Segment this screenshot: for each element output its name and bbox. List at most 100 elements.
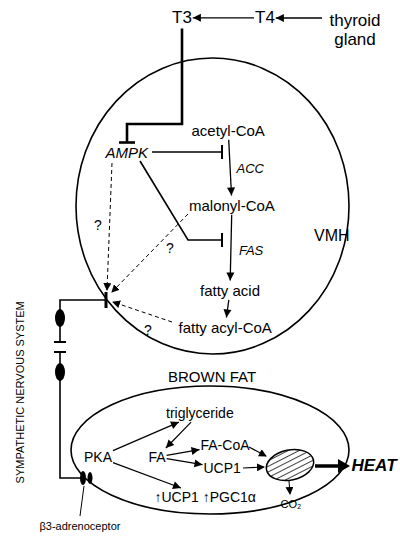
connector bbox=[60, 300, 107, 478]
inhibition-bar bbox=[221, 233, 223, 247]
concept-node: ↑UCP1 ↑PGC1α bbox=[155, 489, 256, 505]
node-text: T4 bbox=[255, 8, 275, 28]
arrow-head bbox=[166, 439, 174, 448]
connector bbox=[226, 215, 234, 281]
concept-node: FA-CoA bbox=[201, 437, 250, 453]
concept-node: PKA bbox=[84, 449, 112, 465]
dashed-arrow bbox=[112, 214, 188, 292]
text-label: β3-adrenoceptor bbox=[40, 520, 121, 533]
inhibition-line bbox=[140, 161, 222, 240]
nerve-terminal bbox=[105, 292, 108, 308]
arrow-head bbox=[226, 272, 234, 280]
flow-arrow bbox=[249, 447, 266, 456]
connector-line bbox=[113, 422, 179, 451]
arrow-head bbox=[191, 447, 200, 455]
node-text: triglyceride bbox=[166, 405, 234, 421]
connector-line bbox=[226, 300, 228, 318]
connector bbox=[276, 14, 322, 22]
leader-line bbox=[80, 486, 84, 516]
node-text: ↑UCP1 ↑PGC1α bbox=[155, 489, 256, 505]
text-label: ? bbox=[144, 322, 152, 338]
node-text: fatty acyl-CoA bbox=[179, 319, 272, 336]
node-text: FA-CoA bbox=[201, 437, 250, 453]
neuron-body bbox=[55, 309, 65, 327]
flow-arrow bbox=[289, 481, 290, 494]
concept-node: UCP1 bbox=[204, 460, 241, 476]
concept-node: acetyl-CoA bbox=[192, 122, 265, 139]
arrow-head bbox=[224, 309, 232, 317]
connector-line bbox=[60, 300, 107, 478]
connector-line bbox=[193, 17, 254, 18]
outline-ellipse bbox=[76, 58, 349, 354]
node-text: malonyl-CoA bbox=[189, 197, 275, 214]
mitochondrion-outline bbox=[263, 445, 316, 484]
connector-line bbox=[229, 140, 232, 196]
connector bbox=[119, 29, 182, 143]
connector bbox=[166, 422, 191, 448]
vertical-label: SYMPATHETIC NERVOUS SYSTEM bbox=[14, 301, 27, 483]
region-ellipse: VMH AMPK acetyl-CoA malonyl-CoA fatty acid fa… bbox=[75, 57, 350, 355]
concept-node: FA bbox=[149, 449, 166, 465]
connector-line bbox=[276, 17, 322, 18]
connector-line bbox=[113, 463, 181, 488]
mitochondrion bbox=[263, 445, 316, 484]
inhibition-line bbox=[152, 151, 222, 153]
arrow-head bbox=[172, 481, 181, 488]
concept-node: thyroid gland bbox=[323, 11, 387, 50]
inhibition-bar bbox=[119, 141, 135, 144]
synapse-gap bbox=[54, 342, 66, 352]
node-text: acetyl-CoA bbox=[192, 122, 265, 139]
node-text: UCP1 bbox=[204, 460, 241, 476]
connector bbox=[227, 140, 235, 196]
region-label: BROWN FAT bbox=[168, 368, 256, 385]
dashed-arrow bbox=[107, 163, 112, 290]
receptor-symbol bbox=[88, 472, 93, 484]
connector bbox=[167, 447, 200, 455]
arrow-head bbox=[193, 14, 201, 22]
arrow-head bbox=[276, 14, 284, 22]
region-ellipse: BROWN FATtriglyceridePKAFAFA-CoAUCP1↑UCP… bbox=[70, 385, 350, 515]
text-label: ? bbox=[94, 217, 102, 233]
heat-arrow bbox=[315, 464, 340, 468]
node-text: T3 bbox=[172, 8, 192, 28]
concept-node: fatty acyl-CoA bbox=[179, 319, 272, 336]
neuron-body bbox=[55, 363, 65, 381]
edge-label: ACC bbox=[237, 162, 264, 177]
connector bbox=[113, 422, 179, 451]
connector-line bbox=[127, 29, 182, 143]
node-text: AMPK bbox=[106, 144, 149, 161]
text-label: HEAT bbox=[352, 456, 397, 476]
inhibition-bar bbox=[221, 145, 223, 159]
connector bbox=[113, 463, 181, 489]
connector bbox=[167, 459, 203, 468]
connector bbox=[193, 14, 254, 22]
dashed-arrow bbox=[113, 302, 172, 322]
region-label: VMH bbox=[314, 227, 350, 245]
concept-node: AMPK bbox=[106, 144, 149, 161]
concept-node: T4 bbox=[255, 8, 275, 28]
connector bbox=[224, 300, 232, 318]
text-label: ? bbox=[166, 240, 174, 256]
text-label: CO₂ bbox=[281, 498, 302, 511]
arrow-head bbox=[227, 187, 235, 195]
heat-arrow-head bbox=[338, 459, 350, 473]
synapse-bar bbox=[54, 341, 66, 343]
concept-node: triglyceride bbox=[166, 405, 234, 421]
connector-line bbox=[166, 422, 191, 448]
node-text: PKA bbox=[84, 449, 112, 465]
node-text: fatty acid bbox=[200, 282, 260, 299]
node-text: thyroid gland bbox=[323, 11, 387, 50]
flow-arrow bbox=[243, 467, 264, 468]
synapse-bar bbox=[54, 351, 66, 353]
outline-ellipse bbox=[71, 386, 349, 514]
receptor-symbol bbox=[80, 471, 86, 485]
edge-label: FAS bbox=[239, 244, 263, 259]
arrow-head bbox=[170, 422, 179, 429]
connector-line bbox=[167, 459, 203, 465]
connector-line bbox=[230, 215, 232, 281]
concept-node: fatty acid bbox=[200, 282, 260, 299]
node-text: FA bbox=[149, 449, 166, 465]
